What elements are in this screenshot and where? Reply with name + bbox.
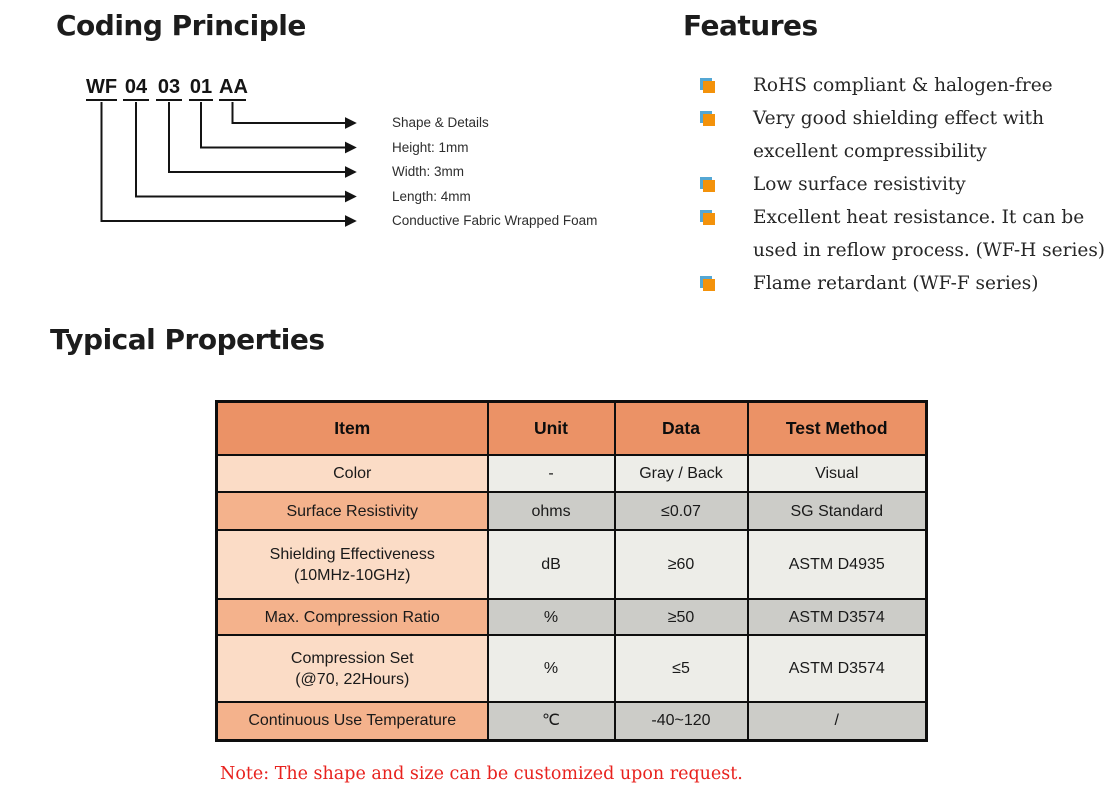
connector-line-01	[200, 102, 357, 154]
feature-item: Flame retardant (WF-F series)	[700, 267, 1105, 300]
cell-data: ≥50	[613, 598, 749, 636]
connector-line-04	[135, 102, 357, 203]
table-row-compression-set: Compression Set (@70, 22Hours) % ≤5 ASTM…	[215, 634, 928, 703]
coding-connector-lines	[100, 102, 357, 227]
table-row-color: Color - Gray / Back Visual	[215, 454, 928, 493]
note-text: Note: The shape and size can be customiz…	[220, 764, 743, 784]
feature-line: RoHS compliant & halogen-free	[753, 75, 1053, 96]
cell-data: ≤5	[613, 634, 749, 703]
code-segment-shape: AA	[219, 76, 248, 101]
typical-properties-heading: Typical Properties	[50, 323, 325, 356]
col-header-item: Item	[215, 400, 489, 456]
connector-line-wf	[100, 102, 357, 227]
cell-test-method: ASTM D3574	[746, 634, 928, 703]
cell-test-method: ASTM D4935	[746, 529, 928, 600]
cell-item: Shielding Effectiveness (10MHz-10GHz)	[215, 529, 489, 600]
cell-item: Max. Compression Ratio	[215, 598, 489, 636]
feature-line: Flame retardant (WF-F series)	[753, 273, 1039, 294]
code-segment-wf: WF	[86, 76, 117, 101]
feature-item: Very good shielding effect with excellen…	[700, 102, 1105, 168]
table-row-max-compression-ratio: Max. Compression Ratio % ≥50 ASTM D3574	[215, 598, 928, 636]
code-label-height: Height: 1mm	[392, 140, 469, 155]
code-label-shape-details: Shape & Details	[392, 115, 489, 130]
feature-item: Excellent heat resistance. It can be use…	[700, 201, 1105, 267]
cell-item: Compression Set (@70, 22Hours)	[215, 634, 489, 703]
cell-test-method: SG Standard	[746, 491, 928, 531]
cell-data: ≤0.07	[613, 491, 749, 531]
table-row-continuous-use-temperature: Continuous Use Temperature ℃ -40~120 /	[215, 701, 928, 741]
cell-item: Surface Resistivity	[215, 491, 489, 531]
feature-item: Low surface resistivity	[700, 168, 1105, 201]
connector-line-aa	[231, 102, 357, 129]
cell-unit: %	[486, 634, 616, 703]
cell-unit: dB	[486, 529, 616, 600]
cell-data: Gray / Back	[613, 454, 749, 493]
feature-line: Excellent heat resistance. It can be	[753, 207, 1085, 228]
typical-properties-table: Item Unit Data Test Method Color - Gray …	[215, 400, 928, 742]
col-header-test-method: Test Method	[746, 400, 928, 456]
square-bullet-icon	[700, 177, 716, 193]
code-segment-length: 04	[123, 76, 149, 101]
col-header-unit: Unit	[486, 400, 616, 456]
cell-unit: -	[486, 454, 616, 493]
feature-line: Very good shielding effect with	[753, 108, 1045, 129]
cell-unit: ℃	[486, 701, 616, 741]
code-label-width: Width: 3mm	[392, 164, 465, 179]
cell-unit: %	[486, 598, 616, 636]
cell-data: -40~120	[613, 701, 749, 741]
connector-line-03	[168, 102, 357, 178]
cell-item: Continuous Use Temperature	[215, 701, 489, 741]
code-label-length: Length: 4mm	[392, 189, 471, 204]
feature-line: used in reflow process. (WF-H series)	[753, 240, 1106, 261]
col-header-data: Data	[613, 400, 749, 456]
code-segment-height: 01	[189, 76, 213, 101]
features-list: RoHS compliant & halogen-free Very good …	[700, 69, 1105, 300]
feature-item: RoHS compliant & halogen-free	[700, 69, 1105, 102]
square-bullet-icon	[700, 276, 716, 292]
table-header-row: Item Unit Data Test Method	[215, 400, 928, 456]
feature-line: excellent compressibility	[753, 141, 987, 162]
feature-line: Low surface resistivity	[753, 174, 966, 195]
cell-test-method: /	[746, 701, 928, 741]
square-bullet-icon	[700, 78, 716, 94]
cell-test-method: ASTM D3574	[746, 598, 928, 636]
cell-test-method: Visual	[746, 454, 928, 493]
cell-unit: ohms	[486, 491, 616, 531]
table-row-surface-resistivity: Surface Resistivity ohms ≤0.07 SG Standa…	[215, 491, 928, 531]
square-bullet-icon	[700, 111, 716, 127]
features-heading: Features	[683, 9, 818, 42]
code-segment-width: 03	[156, 76, 182, 101]
cell-data: ≥60	[613, 529, 749, 600]
coding-principle-heading: Coding Principle	[56, 9, 306, 42]
code-label-material: Conductive Fabric Wrapped Foam	[392, 213, 598, 228]
cell-item: Color	[215, 454, 489, 493]
square-bullet-icon	[700, 210, 716, 226]
table-row-shielding-effectiveness: Shielding Effectiveness (10MHz-10GHz) dB…	[215, 529, 928, 600]
